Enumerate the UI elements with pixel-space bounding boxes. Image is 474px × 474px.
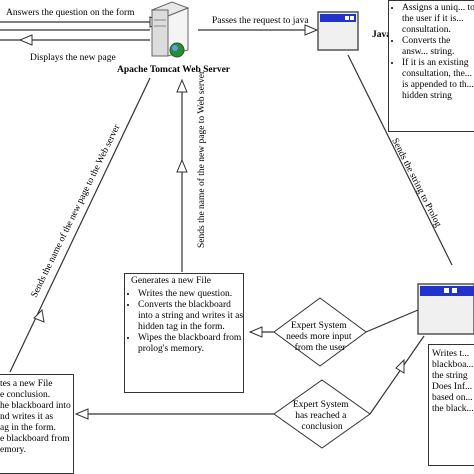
generate-note-3: Wipes the blackboard from prolog's memor… (138, 333, 243, 355)
conclusion-file-box: tes a new File e conclusion. he blackboa… (0, 374, 74, 474)
generate-file-title: Generates a new File (131, 276, 211, 286)
sends-name-mid-label: Sends the name of the new page to Web se… (196, 70, 207, 248)
needs-input-l2: needs more input (286, 332, 352, 342)
left-to-server-arrow (9, 77, 151, 373)
java-label: Java (372, 30, 391, 40)
prolog-to-conclusion-line (369, 335, 425, 415)
java-note-1: Assigns a uniq... to the user if it is..… (402, 3, 474, 36)
server-icon (150, 1, 190, 58)
prolog-notes-box: Writes t... blackboa... the string Does … (428, 344, 474, 466)
needs-input-to-middle-arrow (248, 326, 274, 338)
answers-question-label: Answers the question on the form (6, 7, 135, 18)
java-to-prolog-arrow (347, 54, 453, 266)
prolog-line-5: based on... (432, 393, 473, 403)
java-notes-box: Assigns a uniq... to the user if it is..… (388, 0, 474, 132)
left-line-1: tes a new File (0, 379, 53, 389)
needs-input-l3: from the user (295, 342, 346, 353)
generate-note-1: Writes the new question. (138, 289, 243, 300)
left-line-6: e blackboard from (0, 434, 70, 444)
prolog-window-icon (417, 283, 474, 335)
prolog-line-4: Does Inf... (432, 382, 473, 392)
diamond-needs-input (273, 297, 367, 367)
generate-file-box: Generates a new File Writes the new ques… (124, 273, 244, 393)
prolog-line-2: blackboa... (432, 360, 474, 370)
generate-note-2: Converts the blackboard into a string an… (138, 300, 243, 333)
sends-string-prolog-label: Sends the string to Prolog (389, 137, 443, 229)
middle-to-server-arrow (176, 78, 188, 272)
prolog-to-needs-input-line (365, 309, 419, 333)
prolog-line-3: the string (432, 371, 468, 381)
displays-new-page-label: Displays the new page (30, 53, 116, 63)
needs-input-l1: Expert System (291, 321, 347, 331)
prolog-line-1: Writes t... (432, 349, 470, 359)
left-line-5: ag in the form. (0, 423, 56, 433)
left-line-2: e conclusion. (0, 390, 51, 400)
java-window-icon (317, 11, 359, 51)
diamond-conclusion (273, 379, 371, 449)
apache-server-label: Apache Tomcat Web Server (117, 65, 231, 75)
answers-arrow (0, 16, 164, 31)
java-note-3: If it is an existing consultation, the..… (402, 58, 474, 102)
expert-needs-input-label: Expert System needs more input from the … (286, 321, 354, 353)
passes-request-arrow (198, 24, 319, 36)
passes-request-label: Passes the request to java (212, 16, 309, 26)
conclusion-l3: conclusion (301, 422, 342, 432)
prolog-line-6: the black... (432, 404, 474, 414)
left-line-7: emory. (0, 445, 27, 455)
expert-conclusion-label: Expert System has reached a conclusion (293, 400, 351, 432)
left-line-4: nd writes it as (0, 412, 54, 422)
conclusion-l1: Expert System (293, 400, 349, 410)
left-line-3: he blackboard into (0, 401, 71, 411)
java-note-2: Converts the answ... string. (402, 36, 474, 58)
conclusion-l2: has reached a (295, 411, 347, 421)
conclusion-to-left-arrow (74, 408, 274, 420)
sends-name-left-label: Sends the name of the new page to the We… (29, 122, 123, 299)
displays-arrow (0, 34, 150, 46)
